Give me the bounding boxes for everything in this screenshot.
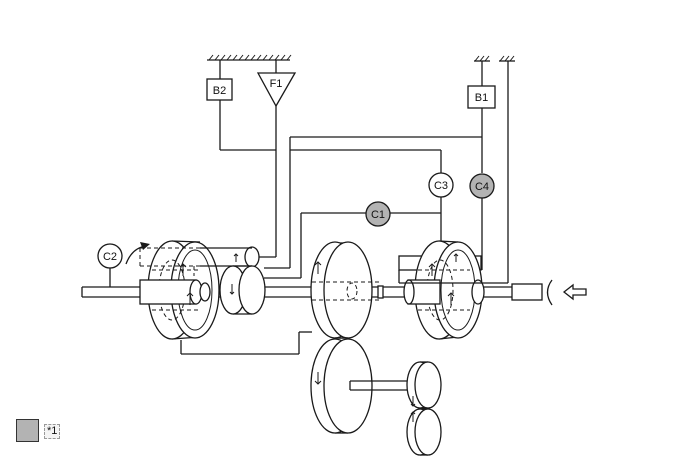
clutch-c3-label: C3 bbox=[434, 180, 448, 192]
clutch-c1-label: C1 bbox=[371, 209, 385, 221]
output-shaft bbox=[349, 380, 416, 391]
small-hub-drum bbox=[199, 265, 266, 315]
ground-one-way bbox=[499, 55, 515, 62]
input-arrow-icon bbox=[562, 283, 587, 301]
input-rotation-icon bbox=[546, 279, 553, 306]
sleeve-cylinder bbox=[139, 246, 260, 276]
one-way-clutch-f1-triangle bbox=[256, 72, 297, 108]
clutch-c1-circle bbox=[365, 201, 391, 227]
middle-gear bbox=[310, 241, 384, 339]
ground-b1 bbox=[474, 55, 490, 62]
counter-gear bbox=[310, 337, 373, 434]
legend-label: *1 bbox=[44, 424, 61, 439]
arrowhead-icon bbox=[140, 242, 150, 250]
one-way-clutch-f1-label: F1 bbox=[270, 78, 283, 90]
clutch-c2-label: C2 bbox=[103, 251, 117, 263]
final-drive-gear bbox=[406, 408, 442, 456]
clutch-c4-label: C4 bbox=[475, 181, 489, 193]
brake-b2-label: B2 bbox=[213, 85, 226, 97]
legend-swatch bbox=[16, 419, 39, 442]
brake-b1-label: B1 bbox=[475, 92, 488, 104]
right-drum-assembly bbox=[398, 240, 508, 340]
output-gear bbox=[406, 361, 442, 409]
ground-b2-f1 bbox=[207, 54, 292, 61]
input-shaft-end bbox=[511, 283, 543, 301]
